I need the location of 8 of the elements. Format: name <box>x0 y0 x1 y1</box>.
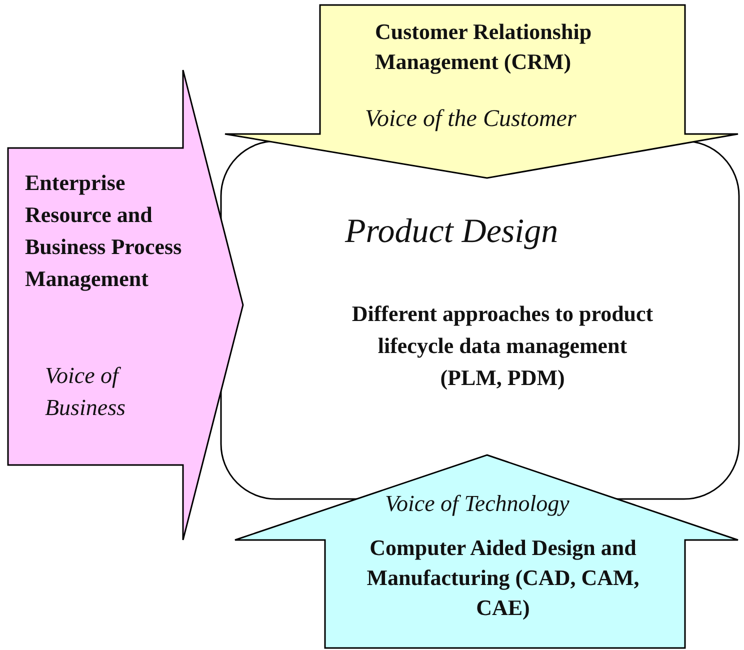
voice-label: Voice of Technology <box>385 490 570 518</box>
heading: Enterprise Resource and Business Process Management <box>25 169 183 293</box>
voice-label: Voice of the Customer <box>365 105 578 134</box>
description: Different approaches to product lifecycle data management (PLM, PDM) <box>350 300 654 392</box>
heading: Customer Relationship Management (CRM) <box>375 18 593 76</box>
heading: Computer Aided Design and Manufacturing (CAD, CAM, CAE) <box>366 534 640 622</box>
voice-label: Voice of Business <box>45 362 126 422</box>
heading: Product Design <box>345 212 560 252</box>
